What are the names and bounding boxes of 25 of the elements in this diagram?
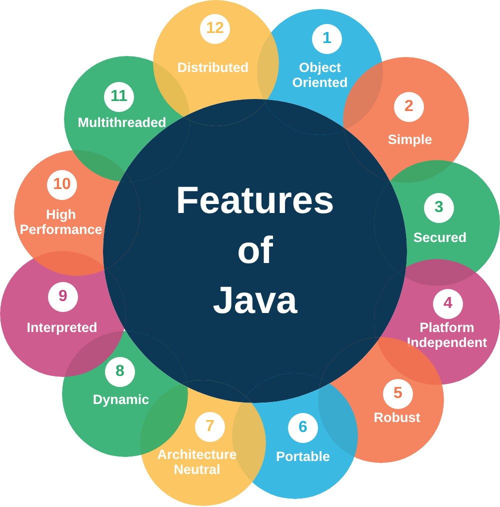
number-badge: 12 [200,14,230,44]
number-badge: 8 [105,357,135,387]
feature-label: Interpreted [26,320,98,334]
number-badge: 6 [288,413,318,443]
number-badge: 7 [195,412,225,442]
number-badge: 11 [104,82,134,112]
number-badge: 9 [48,282,78,312]
number-badge: 3 [424,193,454,223]
feature-label: Robust [374,410,420,424]
feature-label: Architecture Neutral [157,446,237,476]
feature-label: Secured [413,230,467,244]
number-badge: 5 [383,379,413,409]
feature-label: Portable [276,448,330,464]
feature-label: High Performance [20,206,102,236]
feature-label: Object Oriented [292,60,348,90]
feature-label: Dynamic [92,392,150,406]
feature-label: Multithreaded [78,114,166,130]
feature-label: Platform Independent [406,320,488,350]
feature-label: Distributed [177,60,249,74]
feature-label: Simple [388,132,432,146]
diagram-heading: Features of Java [176,179,334,324]
number-badge: 2 [394,92,424,122]
number-badge: 4 [433,289,463,319]
number-badge: 10 [47,170,77,200]
number-badge: 1 [312,24,342,54]
